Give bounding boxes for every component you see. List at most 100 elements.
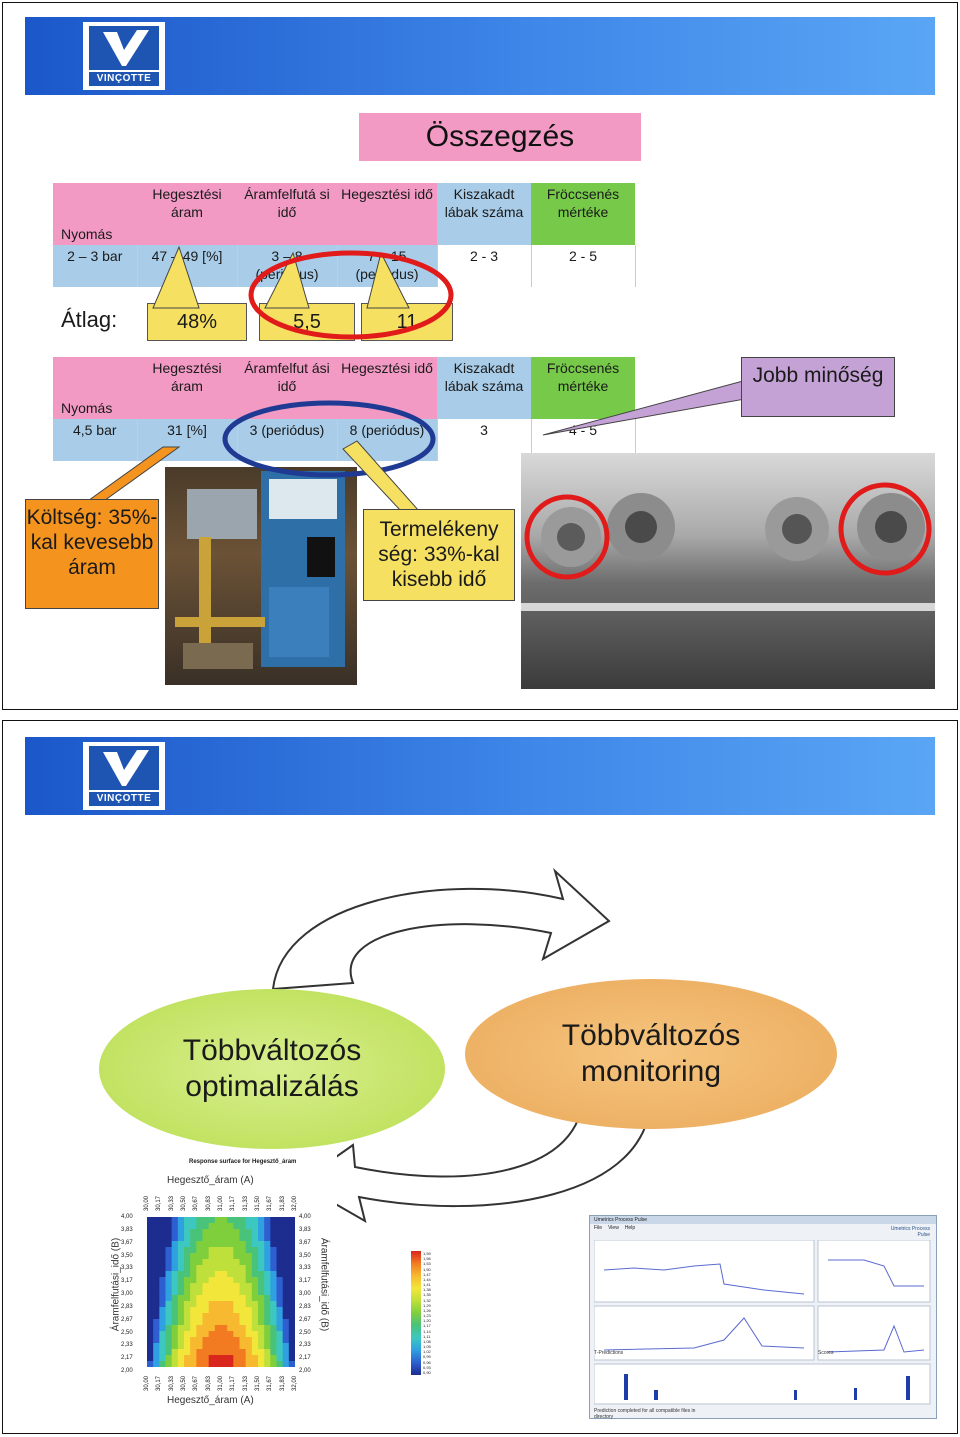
legend-label: 1,08 (423, 1338, 431, 1344)
heatmap-cell (208, 1307, 216, 1314)
menu-item-help[interactable]: Help (624, 1225, 636, 1231)
heatmap-cell (276, 1331, 283, 1338)
heatmap-cell (184, 1259, 191, 1266)
heatmap-cell (147, 1313, 154, 1320)
heatmap-cell (184, 1247, 191, 1254)
heatmap-cell (251, 1271, 259, 1278)
arrow-to-optimization (297, 1092, 653, 1224)
tick-label: 30,83 (205, 1375, 212, 1391)
heatmap-cell (221, 1235, 228, 1242)
heatmap-cell (196, 1289, 203, 1296)
heatmap-cell (258, 1337, 265, 1344)
heatmap-cell (147, 1265, 154, 1272)
heatmap-cell (270, 1265, 277, 1272)
heatmap-cell (171, 1223, 179, 1230)
heatmap-cell (276, 1307, 283, 1314)
heatmap-cell (239, 1295, 246, 1302)
heatmap-cell (245, 1265, 253, 1272)
heatmap-cell (282, 1337, 290, 1344)
heatmap-cell (202, 1301, 209, 1308)
heatmap-cell (184, 1361, 191, 1367)
heatmap-cell (202, 1313, 209, 1320)
heatmap-cell (258, 1259, 265, 1266)
heatmap-cell (258, 1229, 265, 1236)
heatmap-cell (190, 1247, 197, 1254)
highlight-circle (838, 482, 932, 576)
heatmap-cell (239, 1361, 246, 1367)
heatmap-cell (264, 1265, 271, 1272)
heatmap-cell (190, 1361, 197, 1367)
heatmap-cell (153, 1313, 160, 1320)
heatmap-cell (227, 1241, 234, 1248)
heatmap-cell (153, 1253, 160, 1260)
heatmap-cell (159, 1319, 166, 1326)
heatmap-cell (264, 1289, 271, 1296)
heatmap-cell (245, 1361, 253, 1367)
tick-label: 31,67 (267, 1195, 274, 1211)
heatmap-cell (258, 1253, 265, 1260)
heatmap-cell (159, 1283, 166, 1290)
heatmap-cell (165, 1223, 172, 1230)
tick-label: 3,17 (121, 1278, 133, 1285)
heatmap-cell (171, 1325, 179, 1332)
heatmap-cell (165, 1325, 172, 1332)
heatmap-cell (153, 1325, 160, 1332)
heatmap-cell (251, 1337, 259, 1344)
heatmap-cell (171, 1247, 179, 1254)
annotation-overlay (83, 245, 932, 580)
heatmap-cell (221, 1301, 228, 1308)
heatmap-cell (208, 1361, 216, 1367)
heatmap-cell (227, 1259, 234, 1266)
heatmap-cell (270, 1343, 277, 1350)
heatmap-cell (288, 1235, 295, 1242)
heatmap-cell (190, 1277, 197, 1284)
heatmap-cell (196, 1247, 203, 1254)
heatmap-cell (177, 1343, 185, 1350)
heatmap-cell (258, 1283, 265, 1290)
tick-label: 31,50 (255, 1195, 261, 1211)
heatmap-cell (270, 1277, 277, 1284)
menu-item-view[interactable]: View (608, 1225, 619, 1231)
header-cell: Nyomás (53, 357, 137, 419)
heatmap-cell (153, 1355, 160, 1362)
heatmap-cell (165, 1229, 172, 1236)
heatmap-cell (214, 1295, 222, 1302)
heatmap-cell (171, 1253, 179, 1260)
tick-label: 30,00 (144, 1195, 150, 1211)
heatmap-cell (245, 1343, 253, 1350)
heatmap-cell (288, 1331, 295, 1338)
menu-item-file[interactable]: File (594, 1225, 603, 1231)
heatmap-cell (159, 1277, 166, 1284)
heatmap-cell (190, 1235, 197, 1242)
tick-label: 31,00 (218, 1375, 224, 1391)
heatmap-cell (165, 1331, 172, 1338)
heatmap-cell (239, 1313, 246, 1320)
heatmap-cell (264, 1331, 271, 1338)
legend-label: 1,17 (423, 1323, 431, 1329)
heatmap-cell (147, 1301, 154, 1308)
heatmap-cell (276, 1247, 283, 1254)
vincotte-logo: VINÇOTTE (83, 742, 165, 810)
heatmap-cell (147, 1307, 154, 1314)
tick-label: 3,00 (299, 1291, 311, 1297)
tick-label: 31,33 (242, 1195, 249, 1211)
heatmap-cell (270, 1355, 277, 1362)
heatmap-cell (177, 1271, 185, 1278)
tick-label: 32,00 (292, 1195, 298, 1211)
tick-label: 30,17 (156, 1375, 163, 1391)
response-surface-chart: Response surface for Hegesztő_áram Heges… (103, 1155, 337, 1411)
heatmap-cell (227, 1319, 234, 1326)
callout-tail (83, 446, 181, 504)
heatmap-cell (282, 1265, 290, 1272)
heatmap-cell (196, 1271, 203, 1278)
heatmap-cell (233, 1235, 240, 1242)
legend-label: 0,93 (423, 1364, 431, 1370)
heatmap-cell (233, 1331, 240, 1338)
heatmap-cell (165, 1217, 172, 1224)
heatmap-cell (288, 1259, 295, 1266)
heatmap-cell (196, 1337, 203, 1344)
heatmap-cell (270, 1259, 277, 1266)
heatmap-cell (227, 1343, 234, 1350)
status-bar: Prediction completed for all compatible … (594, 1408, 696, 1420)
legend-label: 1,32 (423, 1297, 431, 1303)
